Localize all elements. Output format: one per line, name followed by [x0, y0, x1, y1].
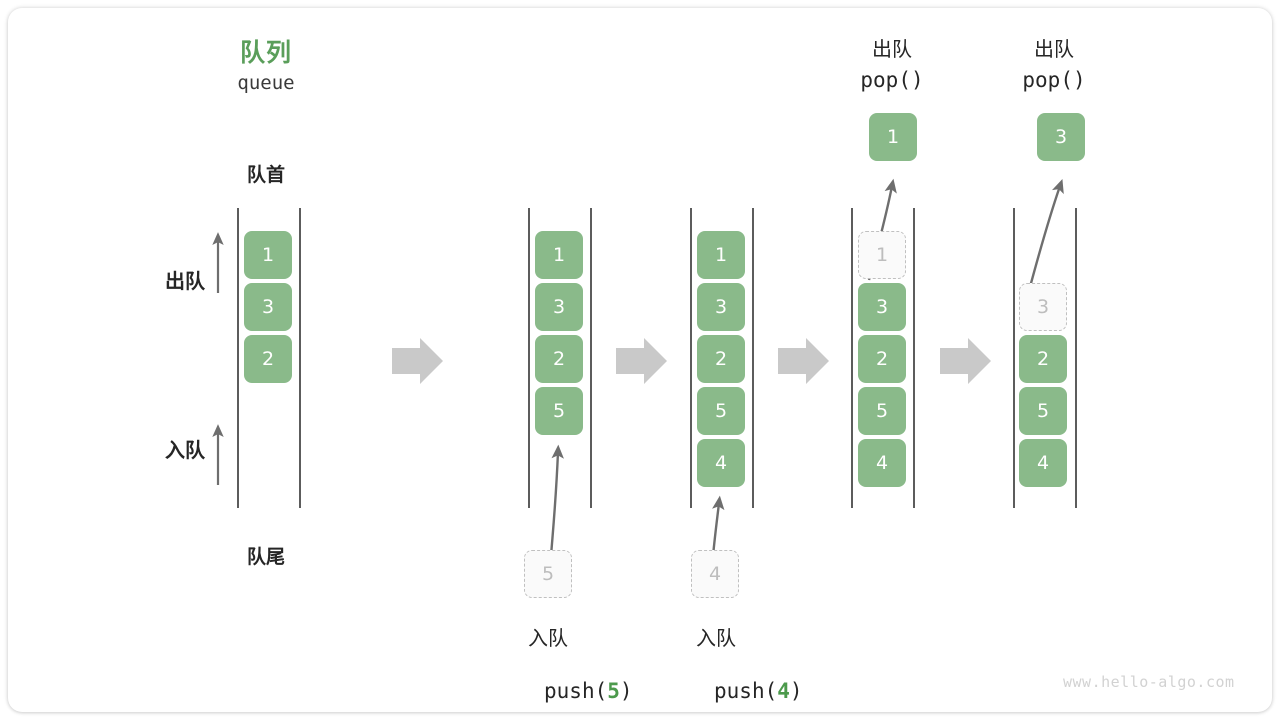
push-5-code-arg: 5 — [607, 679, 620, 703]
incoming-ghost-cell: 5 — [524, 550, 572, 598]
queue-ghost-cell: 3 — [1019, 283, 1067, 331]
popped-cell: 1 — [869, 113, 917, 161]
rail-col1-left — [237, 208, 239, 508]
queue-cell: 3 — [244, 283, 292, 331]
incoming-ghost-cell: 4 — [691, 550, 739, 598]
rail-col2-left — [528, 208, 530, 508]
pop-1-label-code: pop() — [860, 68, 924, 92]
enqueue-side-label: 入队 — [165, 440, 205, 462]
push-5-code-pre: push( — [544, 679, 608, 703]
queue-cell: 2 — [1019, 335, 1067, 383]
rail-col1-right — [299, 208, 301, 508]
rail-col5-left — [1013, 208, 1015, 508]
push-4-code-arg: 4 — [777, 679, 790, 703]
queue-cell: 1 — [244, 231, 292, 279]
push-4-code-pre: push( — [714, 679, 778, 703]
pop-1-label-cn: 出队 — [872, 39, 912, 61]
queue-cell: 5 — [535, 387, 583, 435]
rail-col3-right — [752, 208, 754, 508]
queue-cell: 4 — [697, 439, 745, 487]
queue-cell: 2 — [697, 335, 745, 383]
queue-cell: 1 — [697, 231, 745, 279]
rail-col3-left — [690, 208, 692, 508]
push-4-code-post: ) — [789, 679, 803, 703]
queue-cell: 3 — [858, 283, 906, 331]
queue-cell: 5 — [697, 387, 745, 435]
queue-cell: 2 — [535, 335, 583, 383]
queue-cell: 5 — [1019, 387, 1067, 435]
rail-col5-right — [1075, 208, 1077, 508]
dequeue-side-label: 出队 — [165, 271, 205, 293]
queue-ghost-cell: 1 — [858, 231, 906, 279]
diagram-title-cn: 队列 — [239, 39, 292, 67]
site-watermark: www.hello-algo.com — [1063, 673, 1235, 691]
queue-cell: 5 — [858, 387, 906, 435]
push-5-arrow — [549, 444, 564, 557]
push-5-label-cn: 入队 — [528, 628, 568, 650]
step-arrow-4 — [940, 338, 991, 384]
queue-cell: 3 — [535, 283, 583, 331]
step-arrow-3 — [778, 338, 829, 384]
push-4-arrow — [711, 495, 725, 557]
pop-3-arrow — [1028, 178, 1064, 288]
queue-cell: 4 — [1019, 439, 1067, 487]
queue-cell: 4 — [858, 439, 906, 487]
queue-rear-label: 队尾 — [246, 547, 285, 568]
queue-cell: 1 — [535, 231, 583, 279]
pop-3-label-cn: 出队 — [1034, 39, 1074, 61]
push-5-label-code: push(5) — [468, 655, 658, 720]
rail-col2-right — [590, 208, 592, 508]
push-4-label-cn: 入队 — [696, 628, 736, 650]
push-5-code-post: ) — [619, 679, 633, 703]
pop-3-label-code: pop() — [1022, 68, 1086, 92]
queue-cell: 2 — [244, 335, 292, 383]
queue-front-label: 队首 — [246, 165, 285, 186]
rail-col4-right — [913, 208, 915, 508]
queue-cell: 3 — [697, 283, 745, 331]
diagram-title-en: queue — [237, 72, 295, 94]
rail-col4-left — [851, 208, 853, 508]
queue-cell: 2 — [858, 335, 906, 383]
step-arrow-2 — [616, 338, 667, 384]
popped-cell: 3 — [1037, 113, 1085, 161]
push-4-label-code: push(4) — [638, 655, 828, 720]
step-arrow-1 — [392, 338, 443, 384]
